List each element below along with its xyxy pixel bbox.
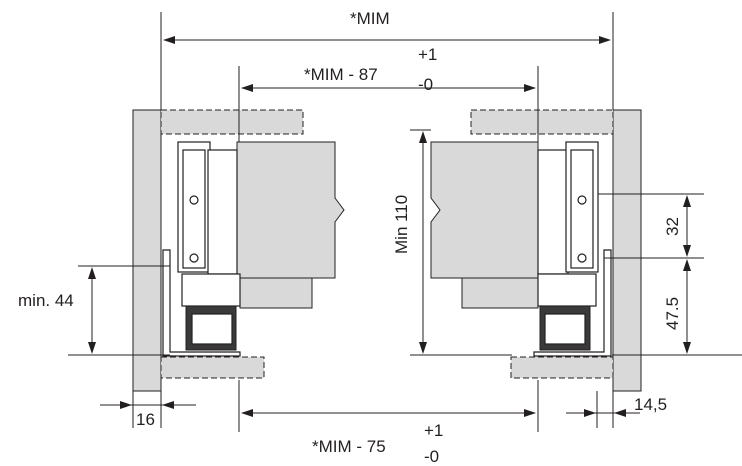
label-tol-minus-top: -0 xyxy=(418,75,433,94)
label-mim: *MIM xyxy=(350,9,390,28)
label-min-110: Min 110 xyxy=(392,195,411,254)
right-runner-body xyxy=(537,149,569,275)
right-bottom-shelf xyxy=(510,356,614,379)
label-tol-minus-bottom: -0 xyxy=(424,447,439,466)
left-cabinet xyxy=(132,109,345,392)
right-runner-hole-upper xyxy=(577,195,587,205)
label-14-5: 14,5 xyxy=(634,395,667,414)
right-cabinet xyxy=(430,109,642,392)
right-runner-inner xyxy=(570,149,594,269)
label-47-5: 47.5 xyxy=(663,297,682,330)
label-16: 16 xyxy=(136,410,155,429)
left-runner-hole-upper xyxy=(189,195,199,205)
label-tol-plus-top: +1 xyxy=(418,45,437,64)
right-runner-hole-lower xyxy=(577,253,587,263)
right-top-shelf xyxy=(470,109,614,135)
left-runner-slide-cover xyxy=(191,313,233,345)
right-drawer-bottom xyxy=(461,277,539,309)
left-drawer-side xyxy=(236,141,345,279)
dimension-labels: *MIM *MIM - 87 +1 -0 *MIM - 75 +1 -0 min… xyxy=(18,9,682,466)
left-side-panel xyxy=(132,109,162,392)
label-tol-plus-bottom: +1 xyxy=(424,421,443,440)
right-side-panel xyxy=(612,109,642,392)
dimension-lines xyxy=(68,12,742,432)
label-mim-minus-87: *MIM - 87 xyxy=(304,65,378,84)
left-bracket xyxy=(162,249,241,357)
left-runner-hole-lower xyxy=(189,253,199,263)
label-32: 32 xyxy=(663,217,682,236)
label-min-44: min. 44 xyxy=(18,291,74,310)
right-runner-slide-cover xyxy=(544,313,586,345)
left-top-shelf xyxy=(160,109,304,135)
right-runner-lower xyxy=(537,273,597,307)
right-drawer-side xyxy=(430,141,539,279)
left-runner-lower xyxy=(181,273,241,307)
label-mim-minus-75: *MIM - 75 xyxy=(312,437,386,456)
left-runner-inner xyxy=(182,149,206,269)
left-runner-body xyxy=(207,149,238,275)
left-drawer-bottom xyxy=(239,277,313,309)
right-bracket xyxy=(533,249,612,357)
left-bottom-shelf xyxy=(160,356,265,379)
